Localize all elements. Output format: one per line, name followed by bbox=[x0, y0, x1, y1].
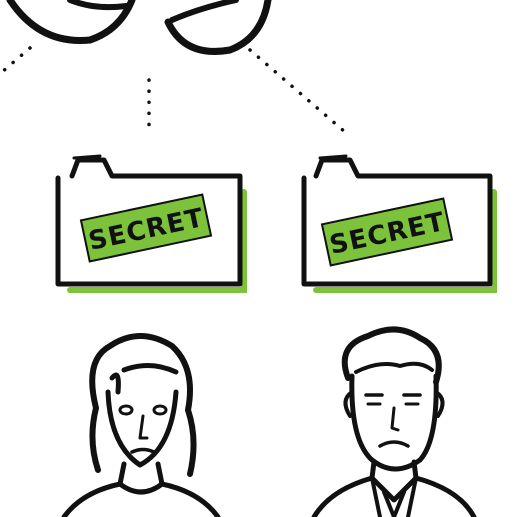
secret-folder-left: SECRET bbox=[55, 154, 247, 293]
watching-eyes-icon bbox=[6, 0, 272, 55]
secret-folder-right: SECRET bbox=[301, 154, 497, 293]
secret-stamp-left: SECRET bbox=[79, 193, 213, 263]
dotted-sight-lines bbox=[0, 46, 347, 134]
secret-stamp-right: SECRET bbox=[320, 197, 454, 267]
woman-avatar-icon bbox=[61, 333, 221, 517]
man-avatar-icon bbox=[311, 326, 477, 517]
